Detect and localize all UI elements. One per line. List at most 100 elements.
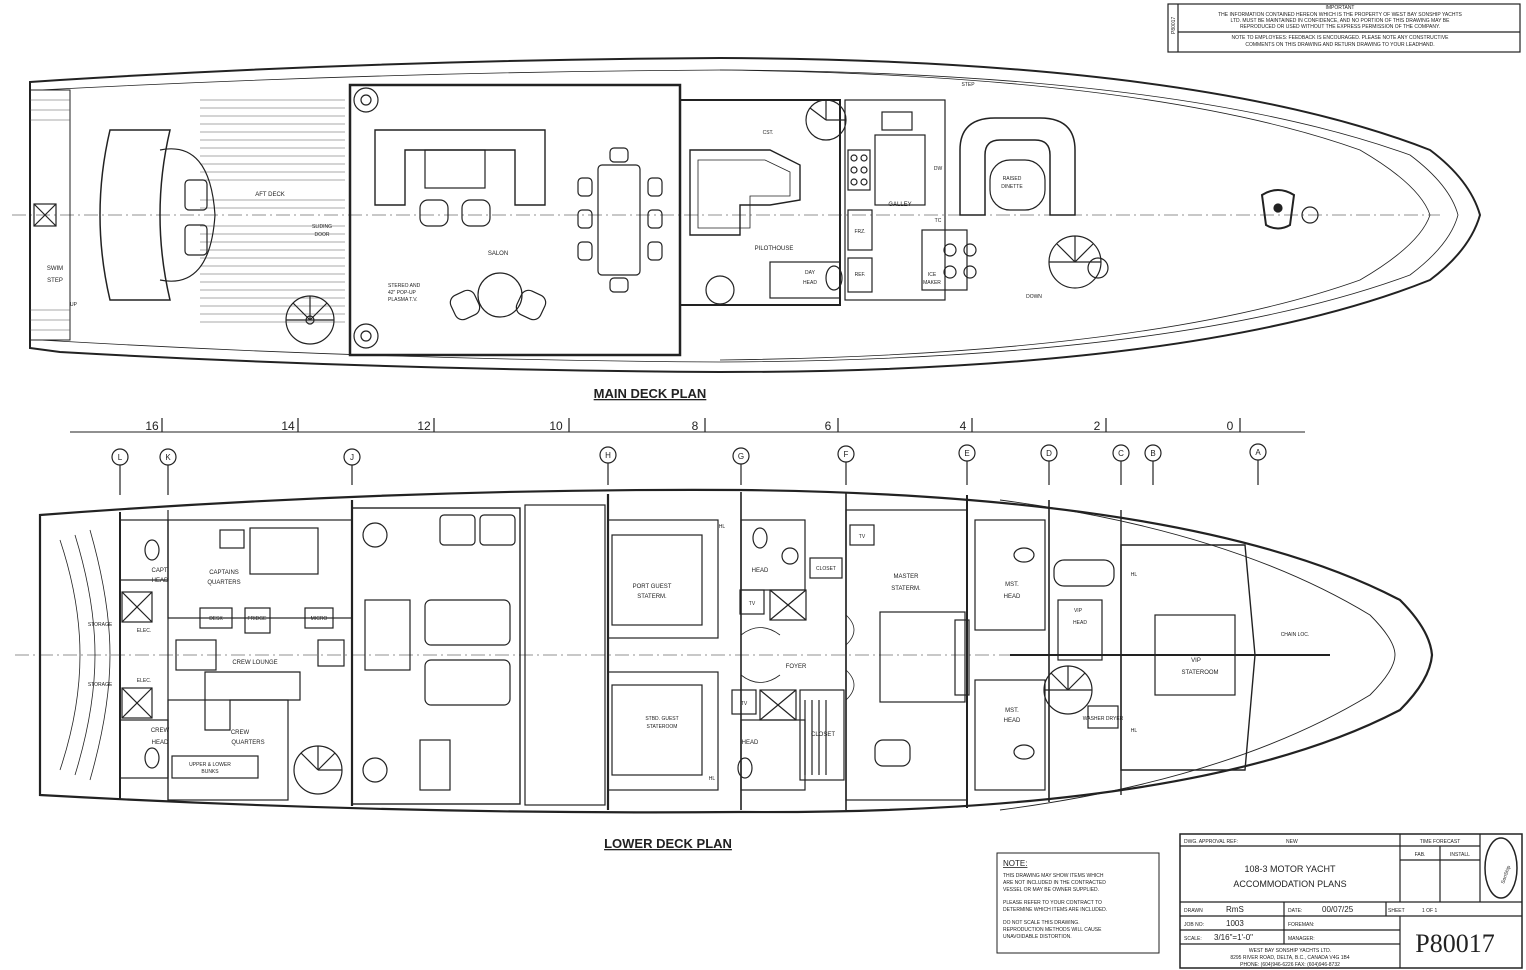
- label-port-guest: STATERM.: [637, 594, 667, 600]
- frame-label: 6: [825, 419, 832, 433]
- vip-stateroom: [1120, 544, 1256, 771]
- date-label: DATE:: [1288, 908, 1302, 914]
- label-stbd-guest: STBD. GUEST: [645, 716, 678, 722]
- galley-fridge: [847, 257, 873, 293]
- label-day-head: HEAD: [803, 280, 817, 286]
- sonship-logo: [1484, 837, 1518, 899]
- label-down: DOWN: [1026, 294, 1042, 300]
- frame-label: 2: [1094, 419, 1101, 433]
- crew-quarters: [167, 699, 289, 801]
- notice-heading: IMPORTANT: [1326, 5, 1355, 11]
- stbd-guest-stateroom: [607, 671, 719, 791]
- salon-room: [348, 83, 682, 357]
- label-bunks: BUNKS: [201, 769, 219, 775]
- sheet-value: 1 OF 1: [1422, 908, 1438, 914]
- label-hl: HL: [1131, 728, 1138, 734]
- label-stbd-guest: STATEROOM: [647, 724, 678, 730]
- master-head-stbd: [974, 679, 1046, 791]
- note-line: DETERMINE WHICH ITEMS ARE INCLUDED.: [1003, 907, 1107, 913]
- port-guest-stateroom: [607, 519, 719, 639]
- sonship-logo-text: SonShip: [1500, 865, 1512, 885]
- label-hl: HL: [719, 524, 726, 530]
- salon-sofa: [374, 129, 546, 206]
- label-up: UP: [70, 302, 78, 308]
- lower-deck-hull-outline: [38, 488, 1434, 814]
- label-head: HEAD: [742, 740, 759, 746]
- aft-deck-teak: [29, 89, 345, 341]
- lower-deck-title: LOWER DECK PLAN: [604, 836, 732, 851]
- note-title: NOTE:: [1003, 859, 1027, 868]
- main-deck-hull-outline: [29, 56, 1482, 374]
- job-value: 1003: [1226, 919, 1244, 928]
- frame-label: 4: [960, 419, 967, 433]
- label-tc: TC: [935, 218, 942, 224]
- label-ice-maker: ICE: [928, 272, 937, 278]
- aft-deck-settee: [99, 129, 171, 301]
- label-micro: MICRO: [311, 616, 328, 622]
- label-elec: ELEC.: [137, 628, 151, 634]
- label-swim-step: STEP: [47, 278, 63, 284]
- frame-label: 12: [417, 419, 431, 433]
- label-washer-dryer: WASHER DRYER: [1083, 716, 1124, 722]
- bulkhead-label: A: [1255, 448, 1261, 457]
- vip-bed: [1154, 614, 1236, 696]
- date-value: 00/07/25: [1322, 905, 1354, 914]
- bulkhead-label: F: [844, 450, 849, 459]
- label-master: STATERM.: [891, 586, 921, 592]
- captains-quarters: [167, 519, 353, 619]
- label-ice-maker: MAKER: [923, 280, 941, 286]
- label-closet: CLOSET: [816, 566, 836, 572]
- label-elec: ELEC.: [137, 678, 151, 684]
- galley-counter: [874, 134, 926, 206]
- label-crew-head: CREW: [151, 728, 170, 734]
- label-foyer: FOYER: [786, 664, 807, 670]
- title-block: DWG. APPROVAL REF: NEW TIME FORECAST FAB…: [1179, 833, 1523, 969]
- label-mst-head: HEAD: [1004, 594, 1021, 600]
- galley-freezer: [847, 209, 873, 251]
- master-bed: [879, 611, 966, 703]
- bow-anchor-fitting: [1260, 189, 1296, 230]
- closet-port: [809, 557, 843, 579]
- label-capt-head: HEAD: [152, 578, 169, 584]
- master-stateroom: [845, 509, 968, 801]
- galley-room: [844, 99, 946, 301]
- scale-label: SCALE:: [1184, 936, 1202, 942]
- label-port-guest: PORT GUEST: [633, 584, 672, 590]
- label-cst: CST.: [763, 130, 774, 136]
- scale-value: 3/16"=1'-0": [1214, 933, 1253, 942]
- company-line: WEST BAY SONSHIP YACHTS LTD.: [1249, 948, 1331, 954]
- label-sliding-door: SLIDING: [312, 224, 332, 230]
- label-tv: TV: [749, 601, 756, 607]
- note-box: NOTE: THIS DRAWING MAY SHOW ITEMS WHICH …: [996, 852, 1160, 954]
- salon-round-table: [477, 272, 523, 318]
- closet-stbd: [799, 689, 845, 781]
- label-dw: DW: [934, 166, 943, 172]
- bulkhead-label: B: [1150, 449, 1155, 458]
- notice-employee-line: NOTE TO EMPLOYEES: FEEDBACK IS ENCOURAGE…: [1232, 35, 1450, 41]
- note-line: UNAVOIDABLE DISTORTION.: [1003, 934, 1072, 940]
- frame-label: 8: [692, 419, 699, 433]
- drawn-value: RmS: [1226, 905, 1244, 914]
- label-closet: CLOSET: [811, 732, 835, 738]
- sheet-label: SHEET: [1388, 908, 1405, 914]
- label-hl: HL: [1131, 572, 1138, 578]
- label-crew-quarters: CREW: [231, 730, 250, 736]
- label-tv: TV: [859, 534, 866, 540]
- notice-line: THE INFORMATION CONTAINED HEREON WHICH I…: [1218, 12, 1462, 18]
- frame-label: 10: [549, 419, 563, 433]
- note-line: REPRODUCTION METHODS WILL CAUSE: [1003, 927, 1102, 933]
- label-desk: DESK: [209, 616, 223, 622]
- label-crew-lounge: CREW LOUNGE: [232, 660, 277, 666]
- approval-label: DWG. APPROVAL REF:: [1184, 839, 1238, 845]
- confidentiality-notice: P80017 IMPORTANT THE INFORMATION CONTAIN…: [1167, 3, 1521, 53]
- galley-range: [847, 149, 871, 191]
- tank-room: [524, 504, 606, 806]
- label-capt-head: CAPT.: [151, 568, 168, 574]
- bulkhead-label: H: [605, 451, 611, 460]
- drawing-title-line2: ACCOMMODATION PLANS: [1233, 879, 1346, 889]
- fab-label: FAB.: [1415, 852, 1426, 858]
- label-storage: STORAGE: [88, 682, 113, 688]
- frame-label: 14: [281, 419, 295, 433]
- salon-dining-table: [597, 164, 641, 276]
- label-mst-head: HEAD: [1004, 718, 1021, 724]
